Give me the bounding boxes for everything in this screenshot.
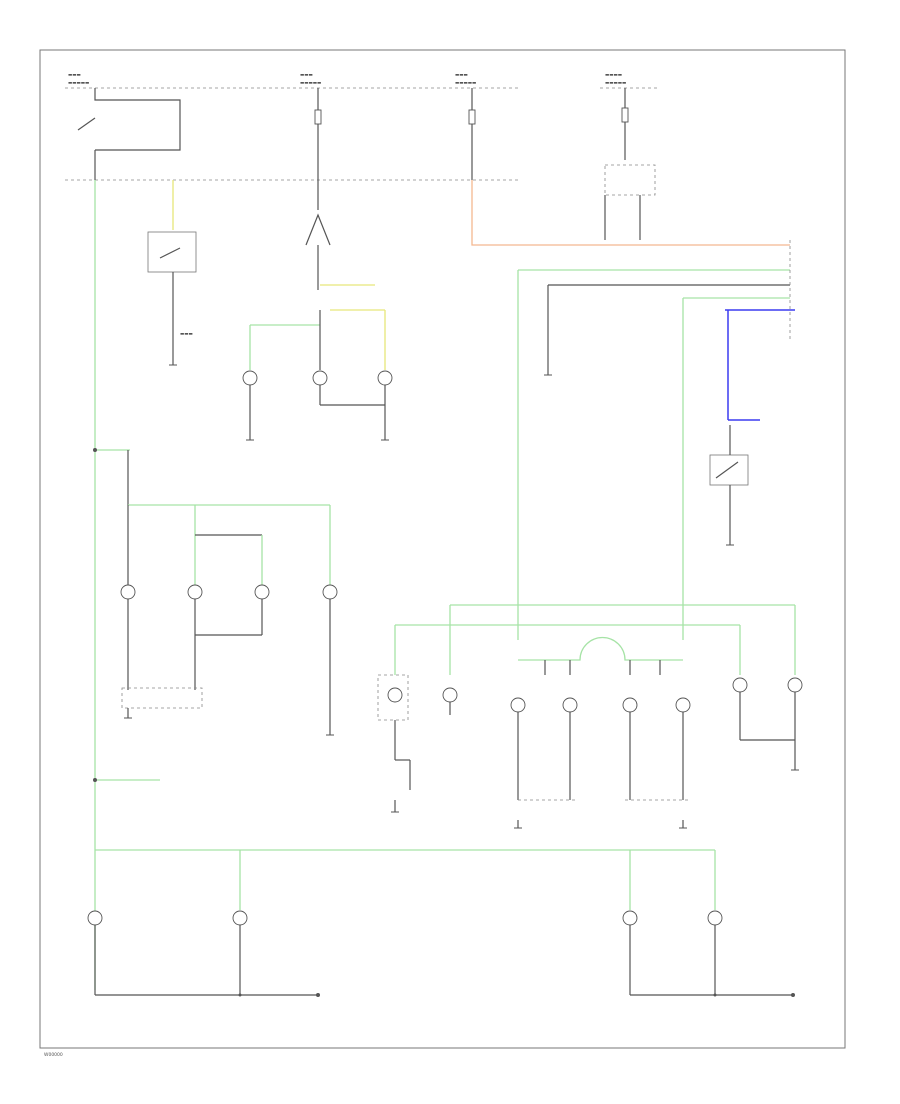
- right-bus: [471, 180, 795, 640]
- bulb-icon: [622, 910, 638, 926]
- bulb-icon: [675, 697, 691, 713]
- source-sub-2: ▬▬▬▬▬: [300, 81, 321, 86]
- diagram-frame: [39, 49, 846, 1049]
- bulb-icon: [120, 584, 136, 600]
- source-sub-4: ▬▬▬▬▬: [605, 81, 626, 86]
- bulb-icon: [312, 370, 328, 386]
- left-feed-circuit: [93, 180, 330, 990]
- bulb-icon: [377, 370, 393, 386]
- bulb-icon: [787, 677, 803, 693]
- page-code: W00000: [44, 1052, 63, 1058]
- bulb-icon: [254, 584, 270, 600]
- bulb-icon: [242, 370, 258, 386]
- bulb-row-upper: [242, 370, 393, 441]
- right-switch: [709, 425, 749, 546]
- bulb-icon: [187, 584, 203, 600]
- source-label-4: ▬▬▬▬: [605, 73, 622, 78]
- bulb-icon: [562, 697, 578, 713]
- source-sub-1: ▬▬▬▬▬: [68, 81, 89, 86]
- source-label-1: ▬▬▬: [68, 73, 81, 78]
- bulb-icon: [232, 910, 248, 926]
- svg-text:▬▬▬: ▬▬▬: [180, 332, 193, 337]
- bulb-icon: [732, 677, 748, 693]
- bulb-icon: [622, 697, 638, 713]
- right-bulb-group: [377, 604, 803, 829]
- fuse-block-top: ▬▬▬ ▬▬▬▬▬ ▬▬▬ ▬▬▬▬▬ ▬▬▬ ▬▬▬▬▬ ▬▬▬▬ ▬▬▬▬▬: [65, 73, 660, 240]
- bulb-icon: [442, 687, 458, 703]
- bulb-icon: [322, 584, 338, 600]
- bulb-icon: [707, 910, 723, 926]
- bulb-icon: [87, 910, 103, 926]
- source-sub-3: ▬▬▬▬▬: [455, 81, 476, 86]
- left-bulb-group: [120, 505, 338, 736]
- source-label-3: ▬▬▬: [455, 73, 468, 78]
- bottom-circuit: [87, 849, 795, 997]
- dimmer-switch-section: ▬▬▬: [147, 180, 386, 370]
- bulb-icon: [510, 697, 526, 713]
- source-label-2: ▬▬▬: [300, 73, 313, 78]
- bulb-icon: [387, 687, 403, 703]
